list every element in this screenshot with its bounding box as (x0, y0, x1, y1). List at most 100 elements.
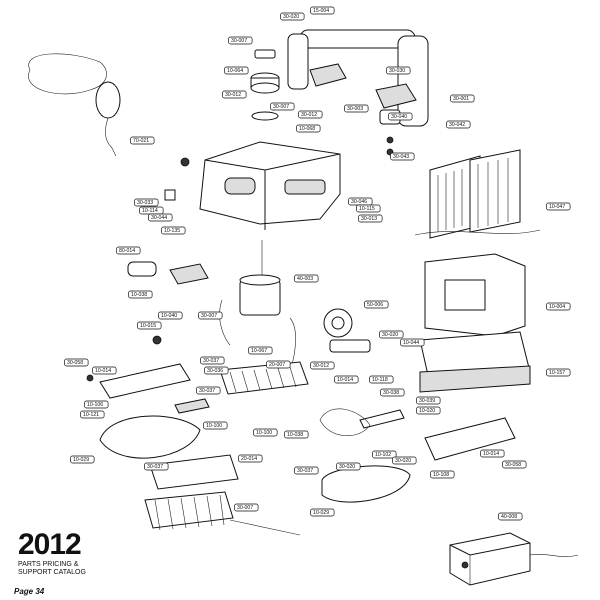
part-number-label: 10-100 (206, 423, 222, 429)
part-number-label: 70-021 (133, 138, 149, 144)
catalog-title-line1: PARTS PRICING & (18, 561, 79, 568)
callout-box (238, 454, 263, 463)
catalog-title: PARTS PRICING & SUPPORT CATALOG (18, 561, 86, 577)
part-callout: 10-044 (400, 338, 425, 347)
part-number-label: 10-067 (251, 348, 267, 354)
part-number-label: 40-008 (501, 514, 517, 520)
part-callout: 10-100 (253, 428, 278, 437)
part-callout: 10-067 (248, 346, 273, 355)
part-number-label: 10-020 (419, 408, 435, 414)
part-number-label: 30-001 (453, 96, 469, 102)
callout-box (137, 321, 162, 330)
callout-box (158, 311, 183, 320)
part-callout: 30-020 (379, 330, 404, 339)
callout-box (546, 368, 571, 377)
callout-box (392, 456, 417, 465)
part-number-label: 10-040 (161, 313, 177, 319)
part-number-label: 30-058 (67, 360, 83, 366)
part-number-label: 10-135 (164, 228, 180, 234)
part-number-label: 30-042 (449, 122, 465, 128)
part-callout: 30-040 (388, 112, 413, 121)
part-callout: 10-157 (546, 368, 571, 377)
part-number-label: 10-014 (483, 451, 499, 457)
part-number-label: 10-029 (313, 510, 329, 516)
part-callout: 10-029 (70, 455, 95, 464)
part-callout: 30-038 (380, 388, 405, 397)
part-number-label: 10-114 (142, 208, 158, 214)
callout-box (502, 460, 527, 469)
callout-box (416, 406, 441, 415)
callout-box (400, 338, 425, 347)
part-callout: 10-106 (84, 400, 109, 409)
part-number-label: 10-115 (359, 206, 375, 212)
callout-box (310, 6, 335, 15)
part-number-label: 10-047 (549, 204, 565, 210)
callout-box (198, 311, 223, 320)
part-number-label: 10-015 (140, 323, 156, 329)
part-number-label: 30-020 (395, 458, 411, 464)
callout-box (294, 466, 319, 475)
callout-box (498, 512, 523, 521)
part-number-label: 30-044 (151, 215, 167, 221)
part-callout: 70-021 (130, 136, 155, 145)
part-number-label: 10-004 (549, 304, 565, 310)
power-supply (449, 532, 579, 586)
part-number-label: 30-046 (351, 199, 367, 205)
part-callout: 30-007 (198, 311, 223, 320)
part-number-label: 10-029 (73, 457, 89, 463)
callout-box (70, 455, 95, 464)
callout-box (450, 94, 475, 103)
callout-box (266, 360, 291, 369)
callout-box (253, 428, 278, 437)
part-callout: 30-037 (200, 356, 225, 365)
part-callout: 20-007 (266, 360, 291, 369)
callout-box (369, 375, 394, 384)
page-number: Page 34 (14, 587, 45, 596)
part-callout: 30-058 (502, 460, 527, 469)
part-callout: 10-047 (546, 202, 571, 211)
part-number-label: 30-012 (313, 363, 329, 369)
part-callout: 30-030 (386, 66, 411, 75)
callout-box (234, 503, 259, 512)
pump-top-parts (250, 49, 280, 121)
part-callout: 10-038 (284, 430, 309, 439)
part-callout: 15-004 (310, 6, 335, 15)
callout-box (430, 470, 455, 479)
part-callout: 50-006 (364, 300, 389, 309)
callout-box (379, 330, 404, 339)
callout-box (64, 358, 89, 367)
part-callout: 10-115 (356, 204, 381, 213)
part-number-label: 10-064 (227, 68, 243, 74)
part-number-label: 10-038 (131, 292, 147, 298)
part-callout: 30-046 (348, 197, 373, 206)
part-number-label: 30-007 (237, 505, 253, 511)
callout-box (284, 430, 309, 439)
callout-box (386, 66, 411, 75)
part-callout: 10-004 (546, 302, 571, 311)
part-number-label: 30-038 (383, 390, 399, 396)
callout-box (546, 202, 571, 211)
part-number-label: 30-007 (273, 104, 289, 110)
part-number-label: 30-058 (505, 462, 521, 468)
callout-box (92, 366, 117, 375)
callout-box (270, 102, 295, 111)
part-callout: 30-037 (196, 386, 221, 395)
part-number-label: 10-108 (433, 472, 449, 478)
callout-box (546, 302, 571, 311)
callout-box (134, 198, 159, 207)
part-number-label: 30-036 (207, 368, 223, 374)
motor-block (219, 240, 371, 376)
callout-box (372, 450, 397, 459)
part-number-label: 30-037 (297, 468, 313, 474)
part-callout: 30-039 (416, 396, 441, 405)
callout-box (446, 120, 471, 129)
callout-box (356, 204, 381, 213)
part-callout: 80-014 (116, 246, 141, 255)
callout-box (222, 90, 247, 99)
part-callout: 30-033 (134, 198, 159, 207)
part-callout: 10-029 (310, 508, 335, 517)
part-callout: 30-020 (392, 456, 417, 465)
part-number-label: 30-003 (347, 106, 363, 112)
callout-box (148, 213, 173, 222)
